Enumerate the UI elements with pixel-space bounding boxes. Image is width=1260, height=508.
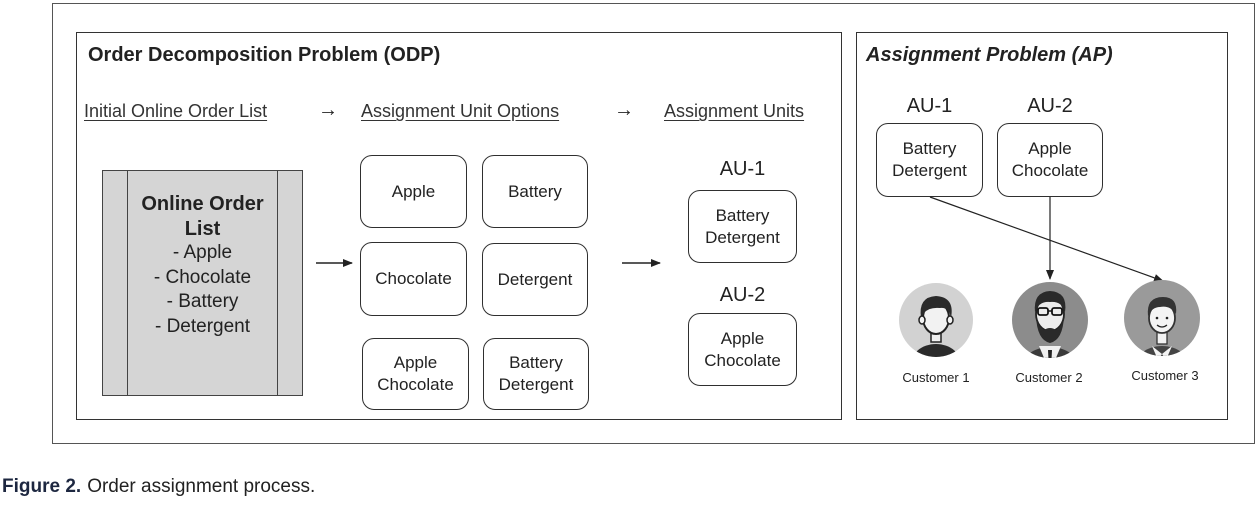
figure-frame (52, 3, 1255, 444)
order-list-text: Online Order List - Apple - Chocolate - … (103, 192, 302, 339)
header-assignment-units: Assignment Units (664, 101, 805, 121)
ap-au-1-label: AU-1 (906, 95, 953, 117)
option-label: Detergent (497, 269, 573, 289)
au-item: Battery (902, 139, 957, 158)
au-item: Chocolate (1011, 161, 1089, 180)
option-box-battery: Battery (482, 155, 588, 228)
au-item: Apple (1028, 139, 1072, 158)
odp-au-2-box: Apple Chocolate (688, 313, 797, 386)
order-list-side-lines (127, 171, 278, 395)
ap-panel (856, 32, 1228, 420)
option-label: Battery (508, 181, 562, 201)
option-box-detergent: Detergent (482, 243, 588, 316)
option-label: Detergent (498, 375, 574, 394)
order-list-item: - Battery (166, 291, 239, 312)
option-label: Apple (391, 181, 436, 201)
caption-text: Order assignment process. (87, 476, 316, 497)
odp-au-2-label: AU-2 (719, 284, 766, 306)
odp-au-1-box: Battery Detergent (688, 190, 797, 263)
order-list-item: - Detergent (154, 315, 251, 337)
order-list-item: - Apple (172, 242, 233, 263)
header-initial-order-list: Initial Online Order List (84, 101, 268, 121)
au-item: Battery (715, 205, 770, 225)
option-label: Apple (393, 353, 438, 372)
option-label: Chocolate (377, 375, 454, 394)
ap-au-2-label: AU-2 (1027, 95, 1073, 117)
customer-1-label: Customer 1 (902, 370, 970, 385)
ap-au-1-box: Battery Detergent (876, 123, 983, 197)
au-item: Detergent (705, 227, 780, 247)
order-list-title-line1: Online Order (141, 193, 264, 215)
customer-3-label: Customer 3 (1131, 368, 1199, 383)
online-order-list-box: Online Order List - Apple - Chocolate - … (102, 170, 303, 396)
option-label: Chocolate (375, 269, 452, 288)
au-item: Detergent (892, 161, 967, 180)
ap-title: Assignment Problem (AP) (866, 44, 1113, 66)
option-label: Battery (509, 353, 563, 372)
odp-title: Order Decomposition Problem (ODP) (88, 44, 441, 66)
order-list-title-line2: List (184, 217, 221, 240)
figure-caption: Figure 2.Order assignment process. (2, 476, 315, 498)
header-arrow-2: → (614, 99, 634, 121)
option-box-apple: Apple (360, 155, 467, 228)
header-arrow-1: → (318, 99, 338, 121)
option-box-apple-chocolate: Apple Chocolate (362, 338, 469, 410)
caption-label: Figure 2. (2, 476, 82, 497)
odp-au-1-label: AU-1 (719, 158, 766, 180)
odp-panel (76, 32, 842, 420)
ap-au-2-box: Apple Chocolate (997, 123, 1103, 197)
au-item: Apple (720, 328, 765, 348)
customer-2-label: Customer 2 (1015, 370, 1083, 385)
header-assignment-unit-options: Assignment Unit Options (361, 101, 560, 121)
au-item: Chocolate (704, 350, 781, 370)
order-list-item: - Chocolate (153, 266, 252, 288)
option-box-battery-detergent: Battery Detergent (483, 338, 589, 410)
option-box-chocolate: Chocolate (360, 242, 467, 316)
